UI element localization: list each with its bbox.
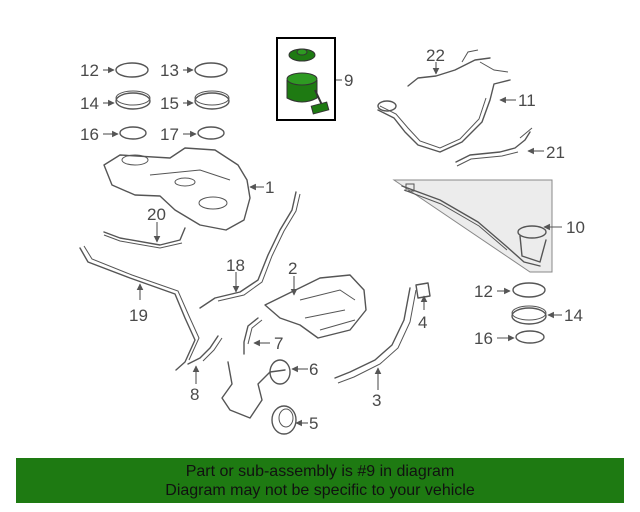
callout-11: 11 [518, 91, 536, 110]
callout-17: 17 [160, 125, 179, 144]
callout-18: 18 [226, 256, 245, 275]
callout-9: 9 [344, 71, 353, 90]
seal-rings-upper [115, 62, 230, 140]
banner-line-1: Part or sub-assembly is #9 in diagram [185, 463, 455, 480]
part-8-hose [187, 335, 223, 365]
callout-10: 10 [566, 218, 585, 237]
part-19-fuel-line [79, 245, 200, 371]
part-22-wiring-harness [407, 49, 509, 87]
part-3-filler-pipe [334, 287, 417, 384]
part-21-fuel-line [455, 127, 533, 167]
callout-12: 12 [80, 61, 99, 80]
callout-5: 5 [309, 414, 318, 433]
part-7-hose [243, 317, 263, 355]
seal-rings-lower [511, 282, 547, 344]
part-5-fuel-cap [271, 405, 297, 435]
part-1-fuel-tank [103, 147, 251, 231]
callout-4: 4 [418, 313, 427, 332]
callout-13: 13 [160, 61, 179, 80]
callout-14-lower: 14 [564, 306, 583, 325]
fuel-system-diagram: 9 12 13 14 15 16 17 1 20 19 [79, 37, 585, 435]
part-11-fuel-line [377, 79, 511, 153]
callout-6: 6 [309, 360, 318, 379]
callout-7: 7 [274, 334, 283, 353]
banner-line-2: Diagram may not be specific to your vehi… [165, 482, 475, 499]
callout-15: 15 [160, 94, 179, 113]
part-18-fuel-line [199, 191, 301, 309]
callout-21: 21 [546, 143, 565, 162]
part-4-bracket [415, 282, 431, 299]
part-2-heat-shield [264, 274, 367, 339]
callout-22: 22 [426, 46, 445, 65]
callout-16-lower: 16 [474, 329, 493, 348]
part-10-fuel-pump-assembly-panel [392, 179, 553, 273]
callout-12-lower: 12 [474, 282, 493, 301]
callout-8: 8 [190, 385, 199, 404]
callout-1: 1 [265, 178, 274, 197]
callout-2: 2 [288, 259, 297, 278]
part-info-banner: Part or sub-assembly is #9 in diagram Di… [16, 458, 624, 503]
part-9-fuel-pump-module[interactable] [276, 37, 336, 121]
callout-3: 3 [372, 391, 381, 410]
callout-19: 19 [129, 306, 148, 325]
callout-20: 20 [147, 205, 166, 224]
part-20-hose [103, 227, 186, 249]
callout-16: 16 [80, 125, 99, 144]
callout-14: 14 [80, 94, 99, 113]
part-6-filler-neck [221, 359, 291, 419]
